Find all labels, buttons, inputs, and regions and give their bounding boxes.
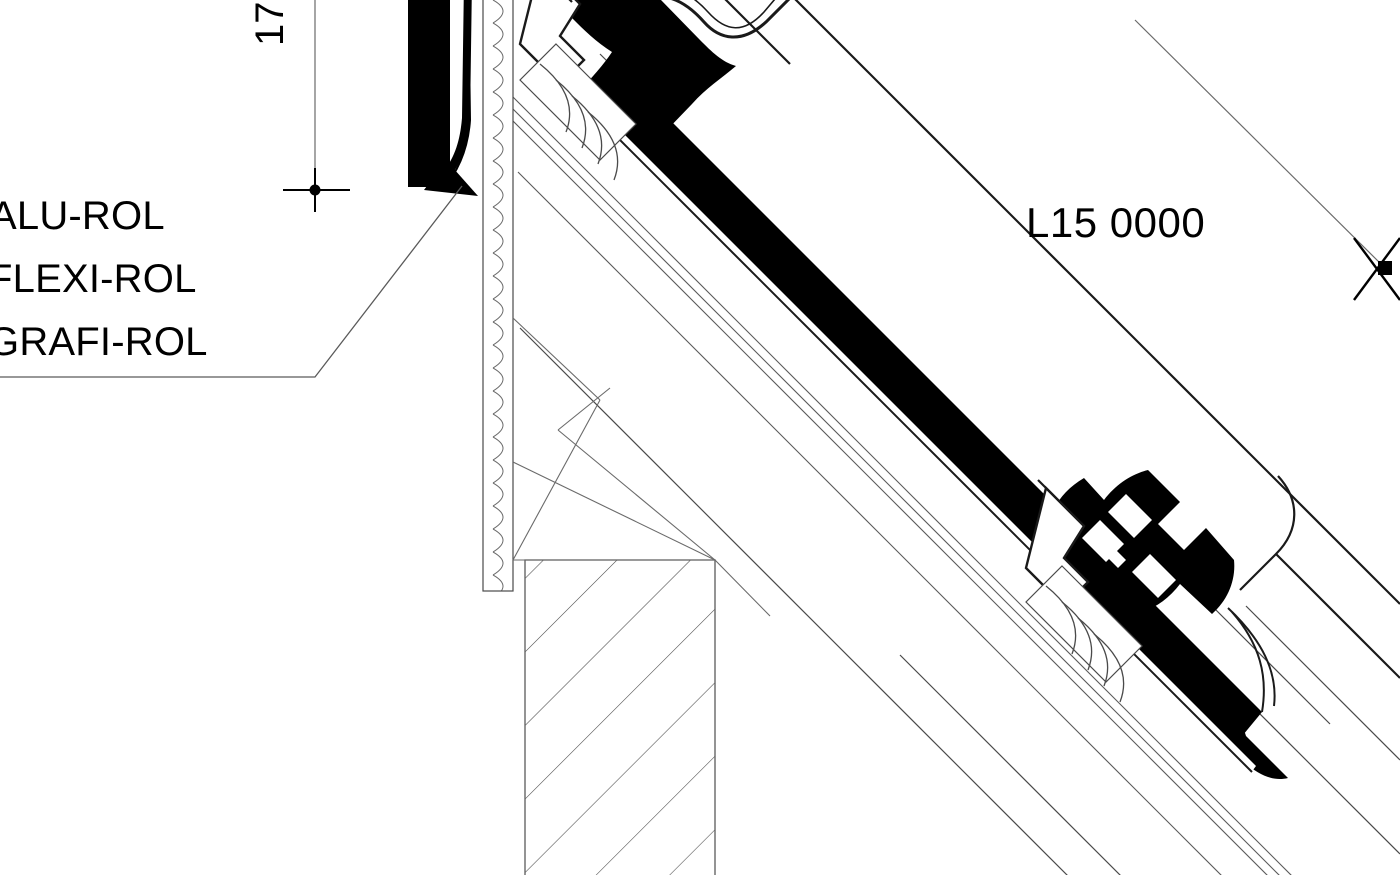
roof-structure-lines-lower	[899, 589, 1400, 875]
construction-lines	[512, 317, 771, 875]
roof-panel-upper	[598, 0, 1400, 838]
panel-end-curve-right	[1227, 607, 1276, 713]
product-label-grafi-rol: GRAFI-ROL	[0, 320, 208, 364]
fastener-lower	[1024, 479, 1143, 703]
timber-post	[524, 559, 716, 875]
dimension-tick-right	[1353, 237, 1400, 301]
dimension-extension-lines	[314, 0, 1386, 269]
dimension-tick-left	[283, 168, 350, 212]
dimension-text-left: 175	[248, 0, 292, 46]
black-flashing-bar	[408, 0, 478, 196]
panel-rib-upper	[627, 0, 791, 39]
fastener-upper	[518, 0, 637, 181]
roof-membrane-layers	[511, 95, 1292, 875]
thread-upper	[519, 43, 637, 181]
product-label-flexi-rol: FLEXI-ROL	[0, 257, 197, 301]
gasket-profile-lower	[1050, 470, 1235, 614]
product-label-alu-rol: ALU-ROL	[0, 194, 165, 238]
insulation-band	[482, 0, 514, 592]
thread-lower	[1025, 565, 1143, 703]
leader-line	[0, 185, 463, 378]
part-number-label: L15 0000	[1026, 199, 1206, 246]
